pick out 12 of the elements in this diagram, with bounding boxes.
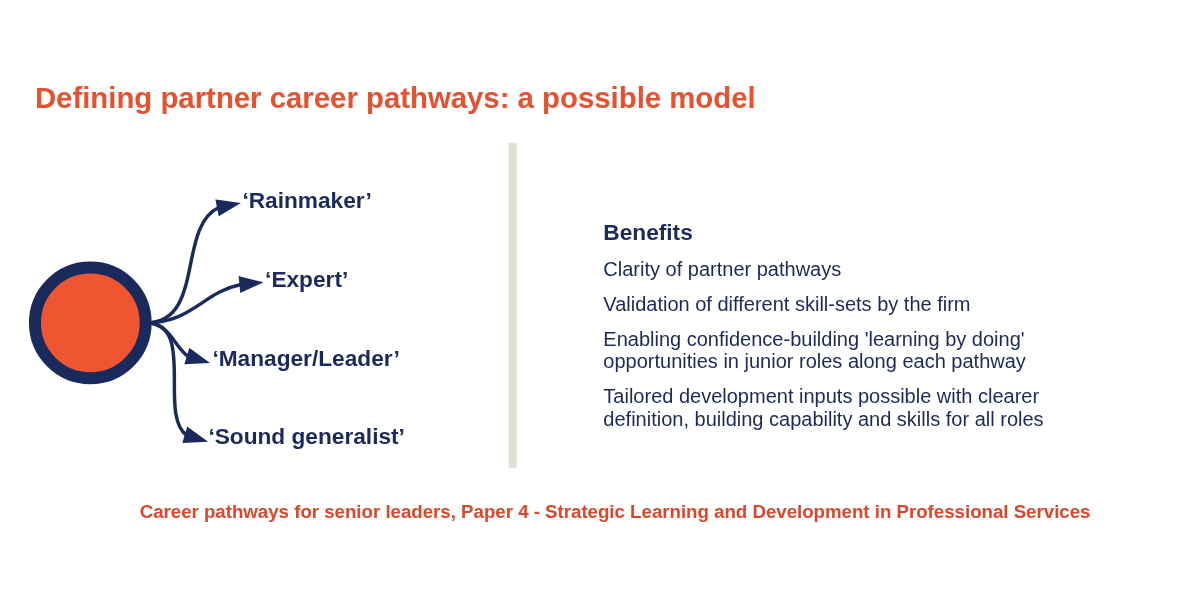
diagram-title: Defining partner career pathways: a possible model: [34, 80, 756, 113]
caption: Career pathways for senior leaders, Paper 4 - Strategic Learning and Development in Professional Services: [139, 500, 1091, 522]
label: Enabling confidence-building 'learning by doing' opportunities in junior roles along each pathway: [603, 327, 1026, 372]
label: Clarity of partner pathways: [603, 257, 842, 280]
label: Benefits: [603, 218, 693, 245]
node-text: ‘Rainmaker’: [242, 186, 372, 213]
node-text: ‘Manager/Leader’: [212, 344, 400, 371]
node-text: ‘Expert’: [265, 265, 349, 292]
node-text: ‘Sound generalist’: [208, 422, 405, 449]
label: Tailored development inputs possible with clearer definition, building capability and skills for all roles: [603, 384, 1044, 430]
label: Validation of different skill-sets by the firm: [603, 292, 971, 315]
node-person: [28, 260, 152, 384]
